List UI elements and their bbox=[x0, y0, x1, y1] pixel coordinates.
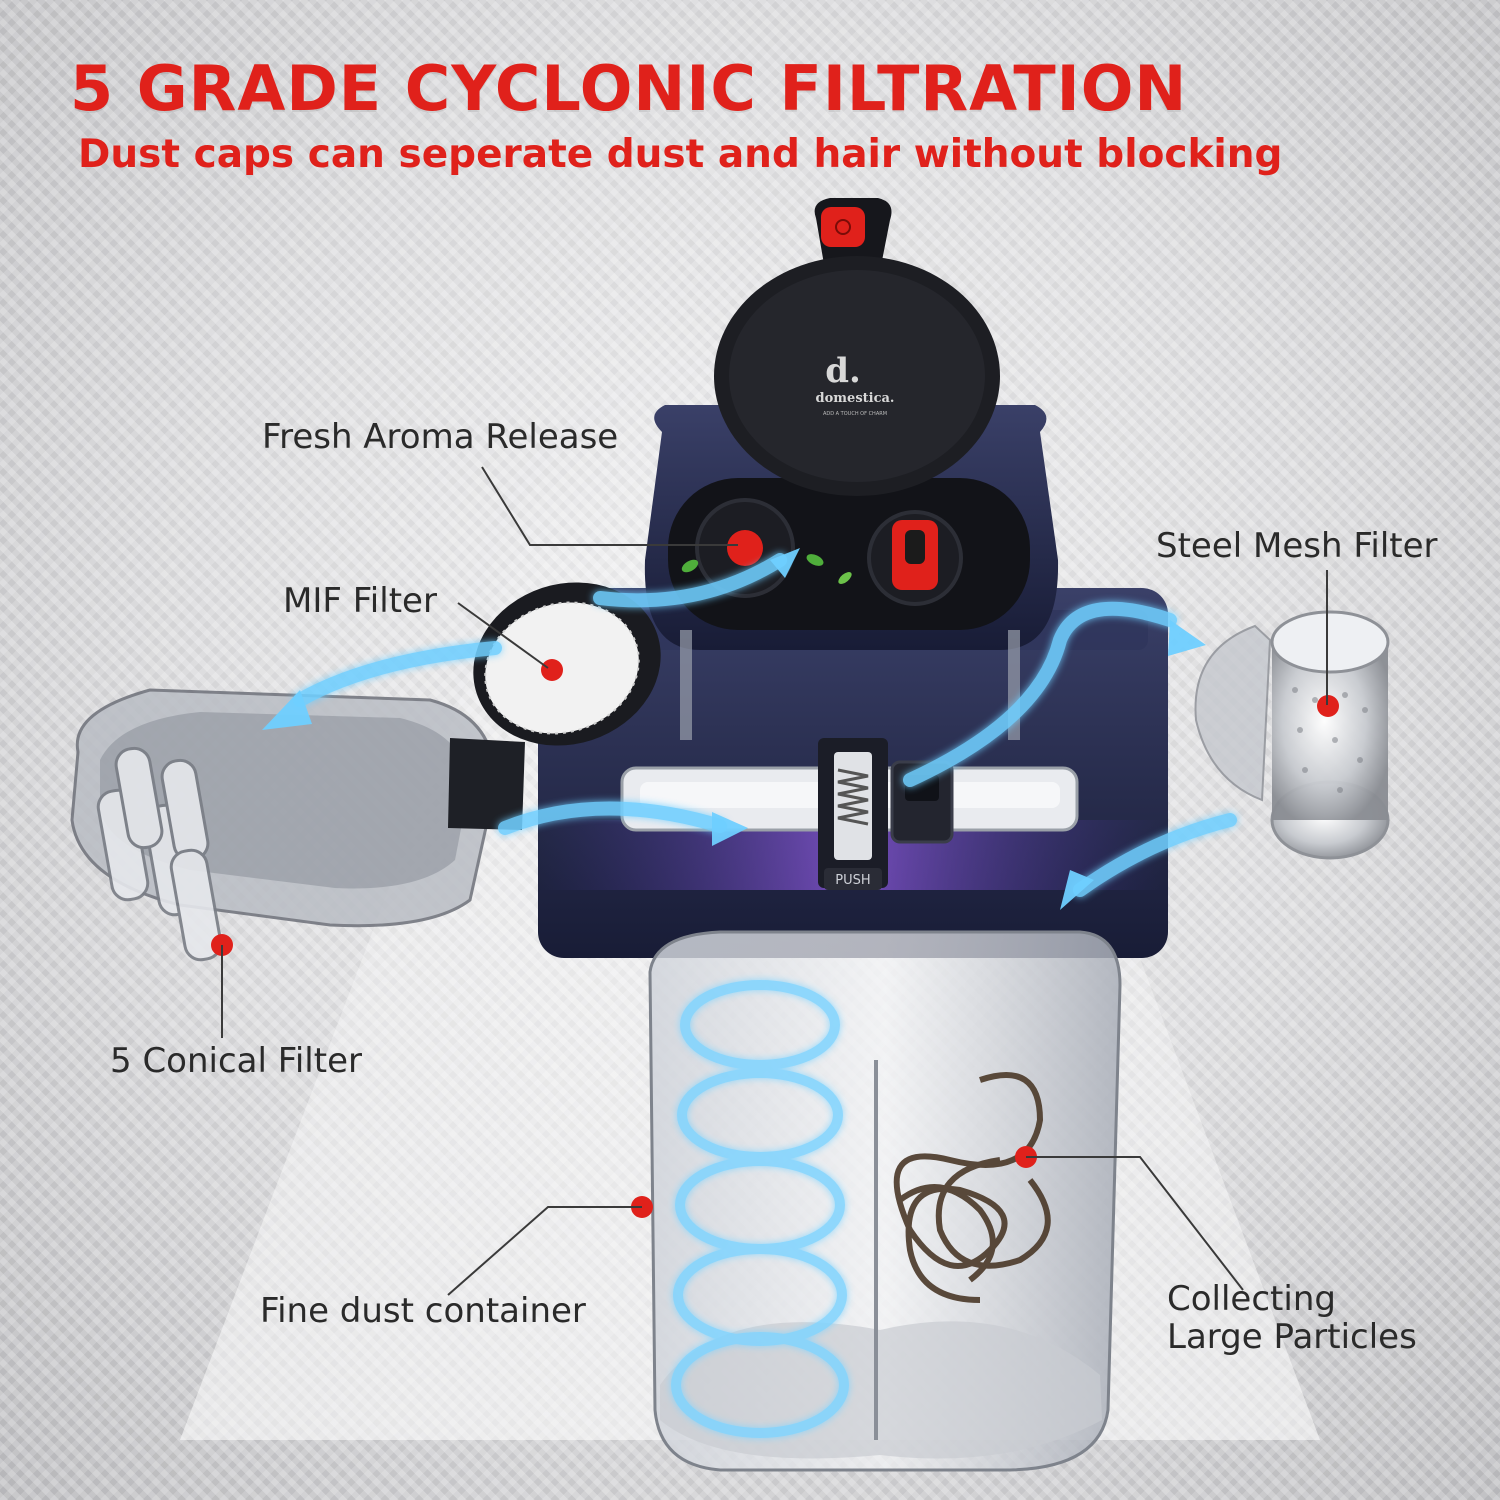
dust-container-part bbox=[631, 930, 1122, 1472]
handle: d. domestica. ADD A TOUCH OF CHARM bbox=[714, 198, 1000, 496]
label-collecting-large-particles: Collecting Large Particles bbox=[1167, 1280, 1417, 1356]
subheadline: Dust caps can seperate dust and hair wit… bbox=[78, 132, 1283, 177]
label-5-conical-filter: 5 Conical Filter bbox=[110, 1041, 362, 1081]
brand-name: domestica. bbox=[816, 391, 895, 406]
label-fresh-aroma-release: Fresh Aroma Release bbox=[262, 417, 619, 457]
label-collecting-line-1: Collecting bbox=[1167, 1279, 1336, 1319]
label-fine-dust-container: Fine dust container bbox=[260, 1291, 586, 1331]
brand-mark: d. bbox=[825, 351, 861, 391]
label-steel-mesh-filter: Steel Mesh Filter bbox=[1156, 526, 1438, 566]
push-label: PUSH bbox=[835, 873, 870, 888]
label-mif-filter: MIF Filter bbox=[283, 581, 437, 621]
brand-tagline: ADD A TOUCH OF CHARM bbox=[823, 411, 887, 417]
label-collecting-line-2: Large Particles bbox=[1167, 1317, 1417, 1358]
arrow-heads bbox=[262, 548, 1206, 910]
conical-filter-part bbox=[70, 688, 525, 962]
steel-mesh-filter-part bbox=[1194, 610, 1390, 860]
headline: 5 GRADE CYCLONIC FILTRATION bbox=[70, 52, 1188, 125]
